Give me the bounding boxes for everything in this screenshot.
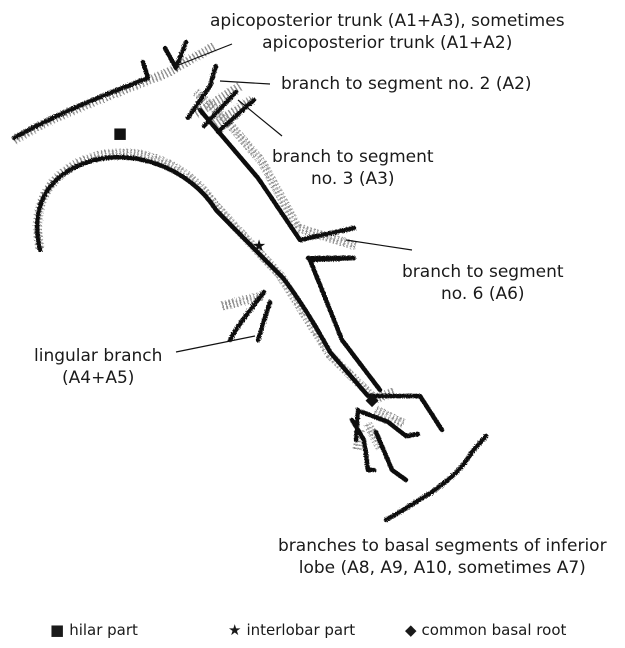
leader-a2 [220,81,270,84]
label-branch-a3: branch to segment no. 3 (A3) [272,146,434,190]
hilar-legend-icon: ■ [50,621,64,639]
basal-marker: ◆ [365,390,379,410]
interlobar-marker: ★ [252,236,266,255]
hilar-marker: ■ [113,124,127,142]
label-a6-line2: no. 6 (A6) [402,283,564,305]
leader-a6 [346,240,412,250]
legend-basal: ◆ common basal root [405,620,566,640]
label-branch-a6: branch to segment no. 6 (A6) [402,261,564,305]
legend-hilar-label: hilar part [69,621,138,639]
label-apicoposterior-line2: apicoposterior trunk (A1+A2) [210,32,565,54]
legend-hilar: ■ hilar part [50,620,138,640]
label-a6-line1: branch to segment [402,261,564,283]
legend-basal-label: common basal root [422,621,567,639]
label-lingular-branch: lingular branch (A4+A5) [34,345,162,389]
label-a3-line1: branch to segment [272,146,434,168]
label-apicoposterior-trunk: apicoposterior trunk (A1+A3), sometimes … [210,10,565,54]
label-lingular-line2: (A4+A5) [34,367,162,389]
label-basal-line2: lobe (A8, A9, A10, sometimes A7) [278,557,607,579]
label-branch-a2: branch to segment no. 2 (A2) [281,73,532,95]
legend-interlobar: ★ interlobar part [228,620,355,640]
basal-legend-icon: ◆ [405,621,417,639]
label-basal-line1: branches to basal segments of inferior [278,535,607,557]
leader-a3 [238,100,282,136]
label-a3-line2: no. 3 (A3) [272,168,434,190]
leader-lingular [176,336,255,352]
label-apicoposterior-line1: apicoposterior trunk (A1+A3), sometimes [210,10,565,32]
legend-interlobar-label: interlobar part [246,621,355,639]
label-basal-branches: branches to basal segments of inferior l… [278,535,607,579]
label-lingular-line1: lingular branch [34,345,162,367]
interlobar-legend-icon: ★ [228,621,241,639]
